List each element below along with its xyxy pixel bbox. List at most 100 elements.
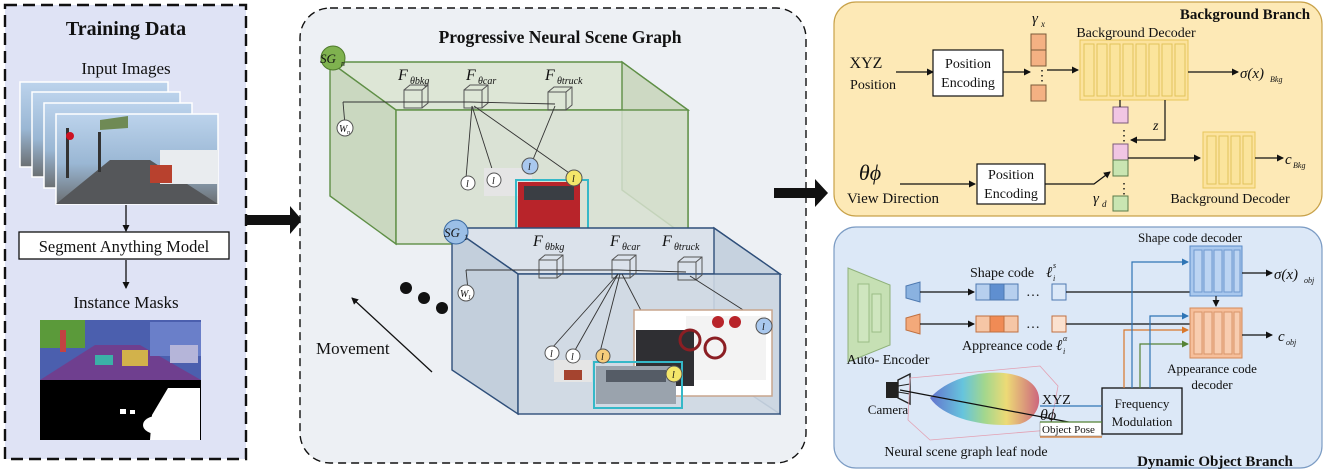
svg-text:Appreance code: Appreance code [962,339,1053,354]
svg-text:⋮: ⋮ [1117,182,1131,197]
scene-graph-panel: Progressive Neural Scene Graph SG n F θb… [299,7,807,464]
f-bkg-label-n: F θbkg [397,67,429,87]
svg-text:W: W [339,124,349,135]
svg-text:W: W [460,289,470,300]
svg-text:Encoding: Encoding [941,76,995,91]
svg-text:n: n [347,130,350,136]
svg-text:σ(x): σ(x) [1240,66,1264,82]
svg-text:α: α [1063,334,1068,343]
position-label: Position [850,78,896,93]
camera-label: Camera [868,402,909,417]
cube-bkg-1 [538,254,564,279]
svg-text:F: F [609,233,620,250]
svg-text:Shape code: Shape code [970,266,1034,281]
big-arrow-1 [247,206,302,234]
svg-text:F: F [465,67,476,84]
xyz-label: XYZ [850,55,883,72]
leaf-nodes-1: l l l l l [544,317,773,383]
svg-text:n: n [341,59,345,68]
svg-text:1: 1 [464,233,468,242]
f-car-label-1: F θcar [609,233,640,253]
svg-text:l: l [572,174,575,185]
f-truck-label-1: F θtruck [661,233,700,253]
svg-text:Position: Position [988,168,1034,183]
input-images-label: Input Images [81,59,170,78]
svg-text:ℓ: ℓ [1046,265,1052,281]
c-obj-output: c obj [1278,329,1297,347]
shape-code-label: Shape code ℓ s i [970,261,1056,283]
edges-n [342,101,573,179]
svg-text:…: … [1026,317,1040,332]
svg-text:d: d [1102,199,1107,209]
cube-truck-n [547,86,573,111]
shape-code-vector: … [975,283,1067,301]
appearance-code-vector: … [975,315,1067,333]
xyz-label-dyn: XYZ [1042,393,1071,408]
sigma-obj-output: σ(x) obj [1274,267,1315,285]
world-node-n: W n [336,119,354,137]
theta-phi-label: θϕ [859,160,881,185]
input-images-stack [19,81,219,205]
svg-text:i: i [1063,347,1065,356]
segmentation-map [40,320,201,380]
svg-text:Modulation: Modulation [1112,414,1173,429]
training-data-title: Training Data [66,18,186,40]
c-bkg-output: c Bkg [1285,152,1305,170]
svg-text:Position: Position [945,57,991,72]
svg-text:Encoding: Encoding [984,187,1038,202]
background-branch: Background Branch XYZ Position Position … [833,1,1323,217]
big-arrow-2 [774,179,828,207]
svg-text:l: l [672,370,675,381]
camera-icon [886,372,911,406]
background-decoder-top-label: Background Decoder [1076,26,1196,41]
background-decoder-top [1079,39,1189,101]
cube-bkg-n [403,84,429,109]
sg-1-node: SG 1 [443,219,469,245]
svg-text:l: l [550,349,553,360]
background-branch-title: Background Branch [1180,7,1311,23]
svg-text:SG: SG [444,225,461,240]
svg-text:l: l [601,352,604,363]
frequency-modulation-box [1101,387,1183,435]
background-decoder-bottom [1202,131,1256,189]
sam-box-label: Segment Anything Model [39,237,210,256]
svg-text:γ: γ [1093,191,1100,207]
svg-text:l: l [528,162,531,173]
gamma-x-stack: γ x ⋮ [1030,11,1049,102]
svg-text:x: x [1040,19,1045,29]
appearance-decoder-label-1: Appearance code [1167,361,1257,376]
svg-text:θcar: θcar [478,76,496,87]
leaf-nodes-n: l l l l [460,157,583,191]
training-data-panel: Training Data Input Images Segment Anyth… [3,3,248,461]
world-node-1: W 1 [457,284,475,302]
svg-text:F: F [661,233,672,250]
svg-text:Frequency: Frequency [1115,396,1170,411]
gamma-d-label: γ d [1093,191,1107,209]
dynamic-object-branch: Dynamic Object Branch Shape code decoder… [833,226,1323,470]
svg-text:l: l [492,176,495,187]
svg-text:c: c [1278,329,1285,345]
shape-decoder-label: Shape code decoder [1138,230,1243,245]
appearance-code-label: Appreance code ℓ α i [962,334,1068,356]
svg-text:σ(x): σ(x) [1274,267,1298,283]
object-pose-label: Object Pose [1042,424,1095,436]
movement-arrow [351,297,433,373]
cube-car-1 [611,254,637,279]
pos-enc-box-top [932,49,1004,97]
svg-text:F: F [397,67,408,84]
svg-text:ℓ: ℓ [1056,338,1062,354]
svg-text:1: 1 [468,295,471,301]
f-truck-label-n: F θtruck [544,67,583,87]
appearance-code-decoder [1189,307,1243,359]
appearance-decoder-label-2: decoder [1191,377,1233,392]
svg-text:θtruck: θtruck [674,242,700,253]
feature-stack: ⋮ ⋮ [1112,106,1131,212]
svg-text:s: s [1053,261,1056,270]
instance-masks-label: Instance Masks [73,293,178,312]
svg-text:γ: γ [1032,11,1039,27]
f-car-label-n: F θcar [465,67,496,87]
theta-phi-label-dyn: θϕ [1040,407,1056,424]
sg-n-node: SG n [320,45,346,71]
svg-text:l: l [571,352,574,363]
